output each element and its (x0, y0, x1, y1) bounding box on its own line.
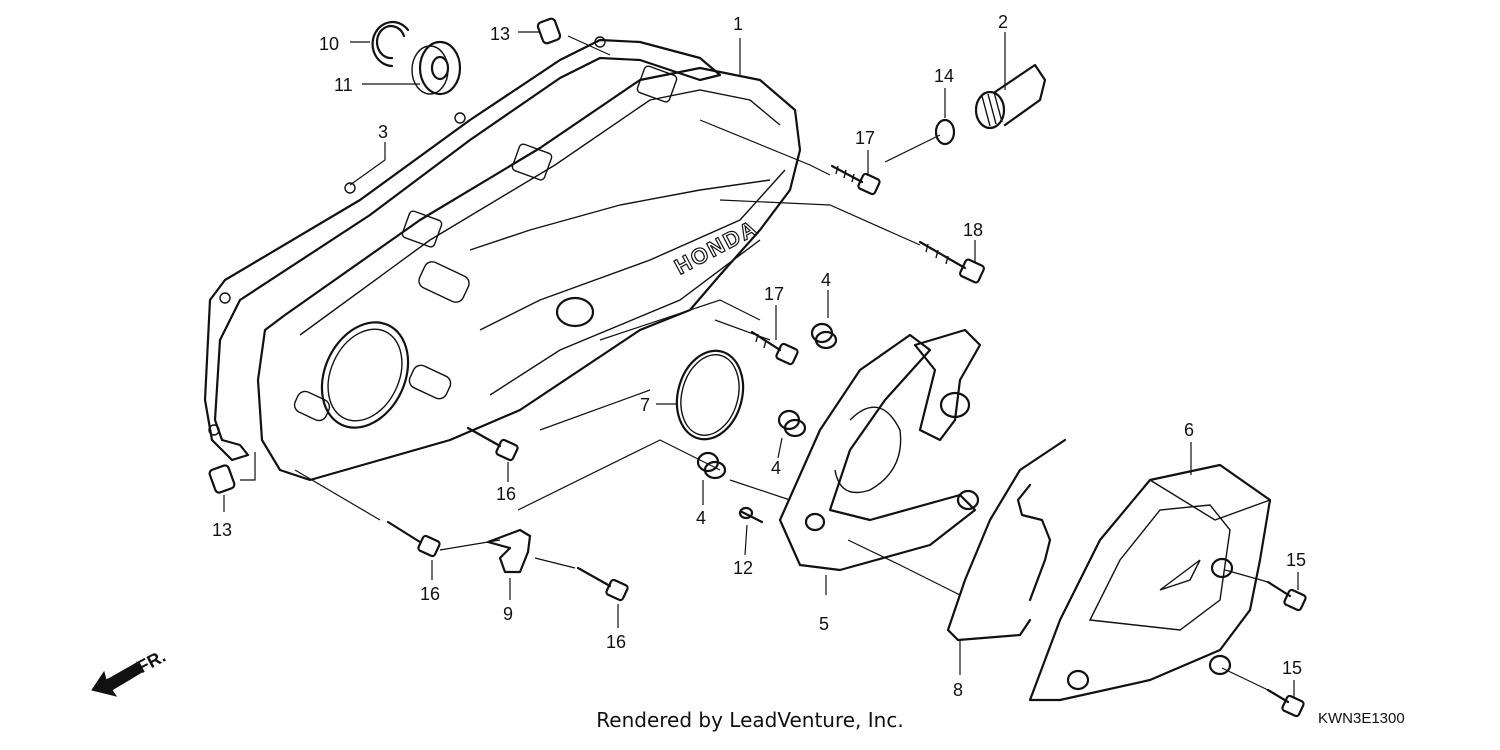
callout-4-middle: 4 (771, 458, 781, 478)
callout-14: 14 (934, 66, 954, 86)
callout-16-right: 16 (606, 632, 626, 652)
callout-17-lower: 17 (764, 284, 784, 304)
inner-plate (778, 328, 982, 572)
bolt-15-lower (1266, 688, 1305, 718)
gasket (203, 36, 722, 462)
bolt-17-upper (830, 164, 881, 196)
callout-4-bottom: 4 (696, 508, 706, 528)
bolt-16-upper (466, 426, 519, 462)
callout-5: 5 (819, 614, 829, 634)
collar-top (810, 322, 838, 350)
callout-9: 9 (503, 604, 513, 624)
collar-middle (777, 409, 807, 438)
seal-ring (675, 349, 745, 441)
callout-4-top: 4 (821, 270, 831, 290)
dowel-pin-top (536, 17, 562, 45)
bolt-15-upper (1266, 580, 1307, 612)
dowel-pin-bottom (208, 464, 236, 494)
screw (738, 506, 764, 524)
front-arrow-icon (91, 661, 143, 697)
callout-8: 8 (953, 680, 963, 700)
callout-13-bottom: 13 (212, 520, 232, 540)
bracket (486, 528, 532, 574)
outer-cover (1028, 463, 1272, 702)
callout-12: 12 (733, 558, 753, 578)
callout-1: 1 (733, 14, 743, 34)
callout-15-upper: 15 (1286, 550, 1306, 570)
callout-3: 3 (378, 122, 388, 142)
collar-bottom (696, 451, 727, 480)
wire-seal (946, 438, 1067, 642)
diagram-code: KWN3E1300 (1318, 710, 1405, 727)
callout-6: 6 (1184, 420, 1194, 440)
breather-fitting (974, 63, 1047, 130)
callout-16-upper: 16 (496, 484, 516, 504)
bolt-16-right (576, 566, 629, 602)
bearing (411, 40, 462, 96)
brand-mark: HONDA (670, 215, 762, 280)
callout-10: 10 (319, 34, 339, 54)
callout-13-top: 13 (490, 24, 510, 44)
credit-line: Rendered by LeadVenture, Inc. (596, 708, 904, 732)
bolt-16-left (386, 520, 441, 558)
o-ring (934, 118, 956, 146)
bolt-17-lower (750, 330, 799, 366)
callout-17-upper: 17 (855, 128, 875, 148)
callout-2: 2 (998, 12, 1008, 32)
left-crankcase-cover (256, 65, 802, 482)
callout-16-left: 16 (420, 584, 440, 604)
circlip (371, 20, 410, 68)
callout-7: 7 (640, 395, 650, 415)
bolt-18 (918, 240, 985, 284)
callout-11: 11 (334, 75, 353, 95)
assembly-lines (240, 35, 1269, 691)
callout-leaders (223, 31, 1299, 698)
callout-15-lower: 15 (1282, 658, 1302, 678)
callout-18: 18 (963, 220, 983, 240)
